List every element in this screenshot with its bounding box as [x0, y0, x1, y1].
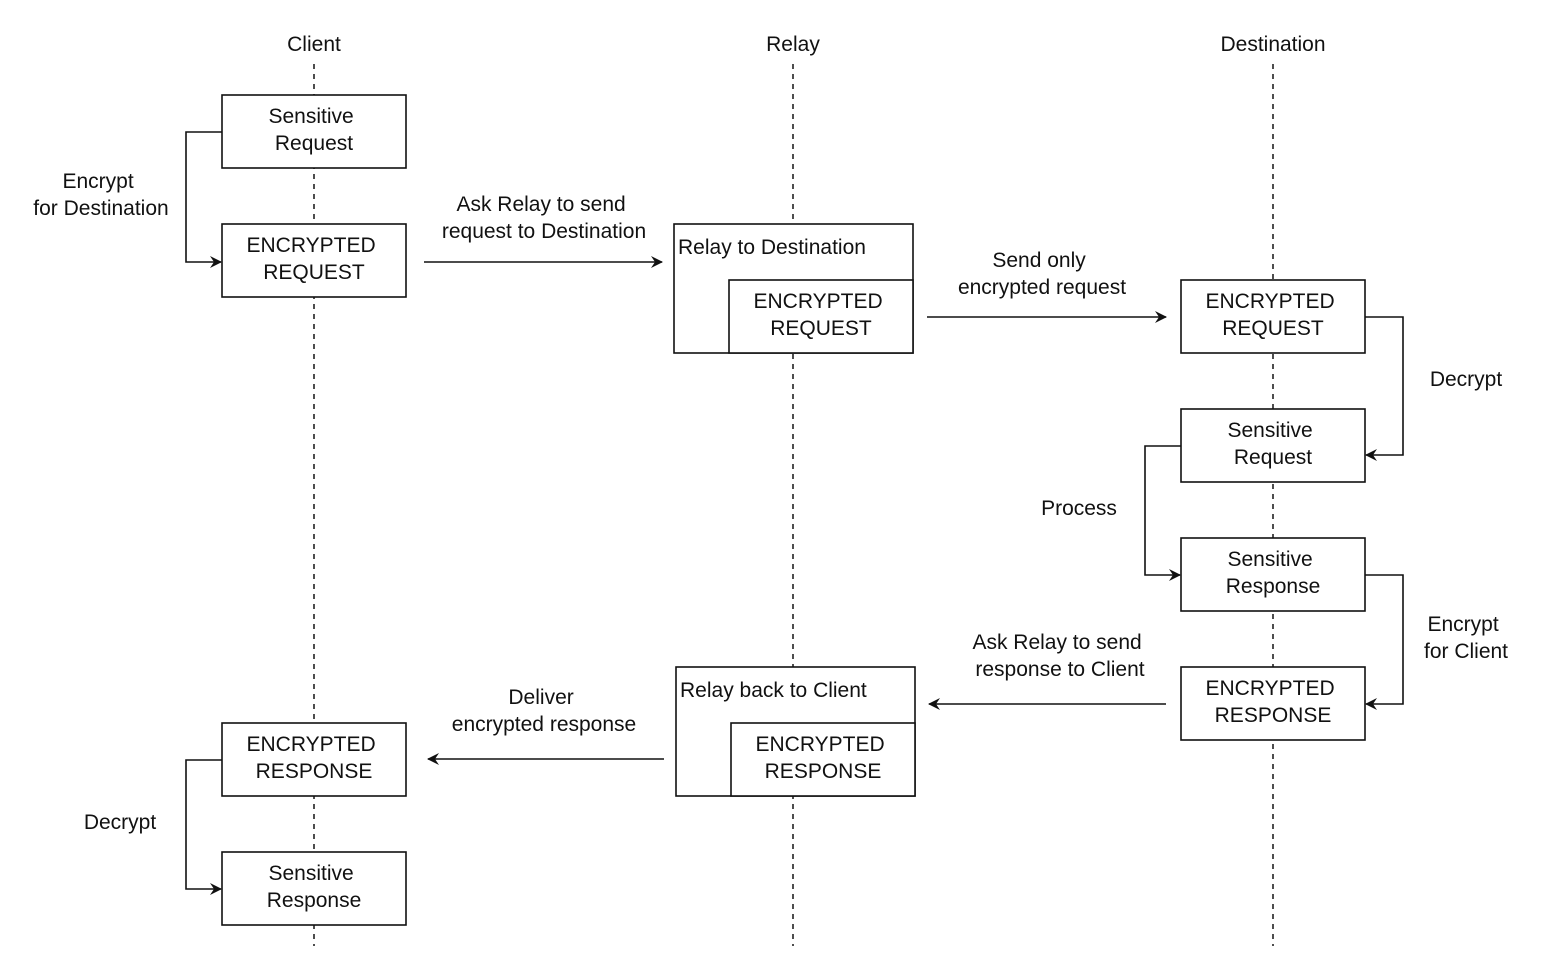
svg-text:Sensitive Response: Sensitive Response	[1226, 548, 1321, 598]
svg-text:Sensitive Request: Sensitive Request	[268, 105, 359, 155]
destination-sensitive-response-box: Sensitive Response	[1180, 537, 1366, 612]
svg-text:Sensitive Request: Sensitive Request	[1227, 419, 1318, 469]
client-sensitive-response-box: Sensitive Response	[221, 851, 407, 926]
svg-text:ENCRYPTED RESPONSE: ENCRYPTED RESPONSE	[756, 733, 891, 783]
destination-decrypt-label: Decrypt	[1430, 368, 1503, 391]
client-encrypted-response-box: ENCRYPTED RESPONSE	[221, 722, 407, 797]
svg-text:ENCRYPTED REQUEST: ENCRYPTED REQUEST	[247, 234, 382, 284]
destination-sensitive-request-box: Sensitive Request	[1180, 408, 1366, 483]
process-label: Process	[1041, 497, 1117, 520]
encrypt-for-destination-label: Encrypt for Destination	[33, 170, 168, 220]
send-only-encrypted-label: Send only encrypted request	[958, 249, 1126, 299]
ask-relay-request-label: Ask Relay to send request to Destination	[442, 193, 646, 243]
process-connector	[1144, 445, 1181, 581]
client-decrypt-label: Decrypt	[84, 811, 157, 834]
svg-text:ENCRYPTED REQUEST: ENCRYPTED REQUEST	[754, 290, 889, 340]
deliver-encrypted-label: Deliver encrypted response	[452, 686, 636, 736]
encrypt-for-client-label: Encrypt for Client	[1424, 613, 1508, 663]
svg-text:ENCRYPTED RESPONSE: ENCRYPTED RESPONSE	[247, 733, 382, 783]
destination-encrypted-request-box: ENCRYPTED REQUEST	[1180, 279, 1366, 354]
relay-encrypted-request-inner-box	[728, 279, 914, 354]
destination-decrypt-connector	[1365, 316, 1404, 461]
relay-to-destination-title: Relay to Destination	[678, 236, 866, 259]
destination-lane-header: Destination	[1220, 33, 1325, 56]
client-sensitive-request-box: Sensitive Request	[221, 94, 407, 169]
relay-lane-header: Relay	[766, 33, 820, 56]
relay-back-to-client-box: Relay back to Client ENCRYPTED RESPONSE	[675, 666, 916, 797]
svg-text:ENCRYPTED RESPONSE: ENCRYPTED RESPONSE	[1206, 677, 1341, 727]
svg-text:Sensitive Response: Sensitive Response	[267, 862, 362, 912]
client-decrypt-connector	[185, 759, 222, 895]
relay-to-destination-box: Relay to Destination ENCRYPTED REQUEST	[673, 223, 914, 354]
svg-text:ENCRYPTED REQUEST: ENCRYPTED REQUEST	[1206, 290, 1341, 340]
destination-encrypted-response-box: ENCRYPTED RESPONSE	[1180, 666, 1366, 741]
encrypt-for-destination-connector	[185, 131, 222, 268]
relay-back-to-client-title: Relay back to Client	[680, 679, 867, 702]
ask-relay-response-label: Ask Relay to send response to Client	[972, 631, 1147, 681]
client-encrypted-request-box: ENCRYPTED REQUEST	[221, 223, 407, 298]
client-lane-header: Client	[287, 33, 341, 56]
relay-encrypted-response-inner-box	[730, 722, 916, 797]
encrypt-for-client-connector	[1365, 574, 1404, 710]
